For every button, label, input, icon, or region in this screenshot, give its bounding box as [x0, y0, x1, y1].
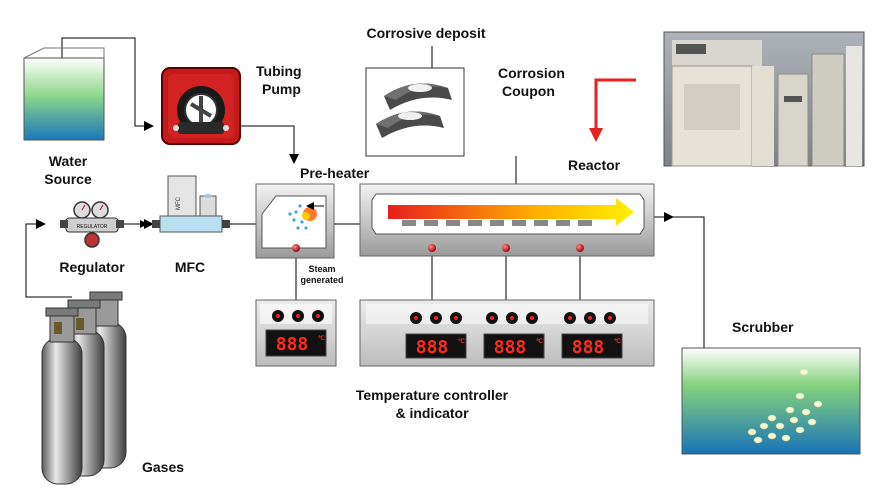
tubing-pump-label-line1: Tubing: [256, 63, 302, 79]
indicator-dot: [292, 244, 300, 252]
pre-heater: [255, 183, 335, 259]
water-source-label-line1: Water: [49, 153, 88, 169]
flow-lines: [25, 37, 742, 433]
corrosion-coupon-label-line1: Corrosion: [498, 65, 565, 81]
mfc-label: MFC: [175, 259, 205, 275]
gas-cylinders: [41, 291, 127, 485]
indicator-dot: [576, 244, 584, 252]
temperature-controller-label-line1: Temperature controller: [356, 387, 509, 403]
regulator-label: Regulator: [59, 259, 125, 275]
pre-heater-label: Pre-heater: [300, 165, 370, 181]
gases-label: Gases: [142, 459, 184, 475]
reactor-furnace: [359, 183, 655, 257]
mass-flow-controller: MFC: [152, 175, 230, 233]
reactor-label: Reactor: [568, 157, 621, 173]
temperature-controller-label-line2: & indicator: [395, 405, 469, 421]
controller-unit-3: 888 ℃: [561, 312, 623, 359]
reactor-photo-pointer: [594, 78, 636, 132]
steam-label-line1: Steam: [308, 264, 335, 274]
display-unit: ℃: [458, 338, 465, 345]
temperature-display: 888: [572, 337, 605, 358]
reactor-temperature-controller: 888 ℃ 888 ℃ 888 ℃: [359, 299, 655, 367]
display-unit: ℃: [614, 338, 621, 345]
coupon-lower: [376, 111, 444, 138]
red-arrowhead-icon: [589, 128, 603, 142]
gas-regulator: REGULATOR: [60, 201, 124, 248]
display-unit: ℃: [536, 338, 543, 345]
water-to-pump-line: [61, 37, 154, 131]
regulator-plate-text: REGULATOR: [77, 224, 108, 230]
indicator-dot: [502, 244, 510, 252]
arrowhead-icon: [140, 220, 148, 228]
controller-unit-2: 888 ℃: [483, 312, 545, 359]
water-source-tank: [23, 47, 105, 141]
tubing-pump: [161, 67, 241, 145]
scrubber-tank: [681, 347, 861, 455]
temperature-display: 888: [416, 337, 449, 358]
reactor-photo: [663, 31, 865, 167]
tubing-pump-label-line2: Pump: [262, 81, 301, 97]
indicator-dot: [428, 244, 436, 252]
heat-flow-arrow: [388, 198, 634, 226]
scrubber-label: Scrubber: [732, 319, 794, 335]
gas-bubbles: [747, 368, 823, 444]
steam-label-line2: generated: [300, 275, 343, 285]
pump-to-preheater-line: [240, 125, 299, 164]
arrowhead-icon: [664, 212, 674, 222]
preheater-temperature-controller: 888 ℃: [255, 299, 337, 367]
gas-cylinder: [41, 307, 84, 485]
coupon-samples: [402, 220, 592, 226]
corrosion-coupon-label-line2: Coupon: [502, 83, 555, 99]
controller-unit-1: 888 ℃: [405, 312, 467, 359]
temperature-display: 888: [494, 337, 527, 358]
coupon-upper: [384, 83, 452, 110]
corrosion-coupon-box: [365, 67, 465, 157]
corrosive-deposit-label: Corrosive deposit: [366, 25, 485, 41]
display-unit: ℃: [318, 335, 325, 342]
gases-to-regulator-line: [25, 219, 72, 298]
mfc-body-text: MFC: [176, 196, 182, 210]
temperature-display: 888: [276, 334, 309, 355]
water-source-label-line2: Source: [44, 171, 92, 187]
